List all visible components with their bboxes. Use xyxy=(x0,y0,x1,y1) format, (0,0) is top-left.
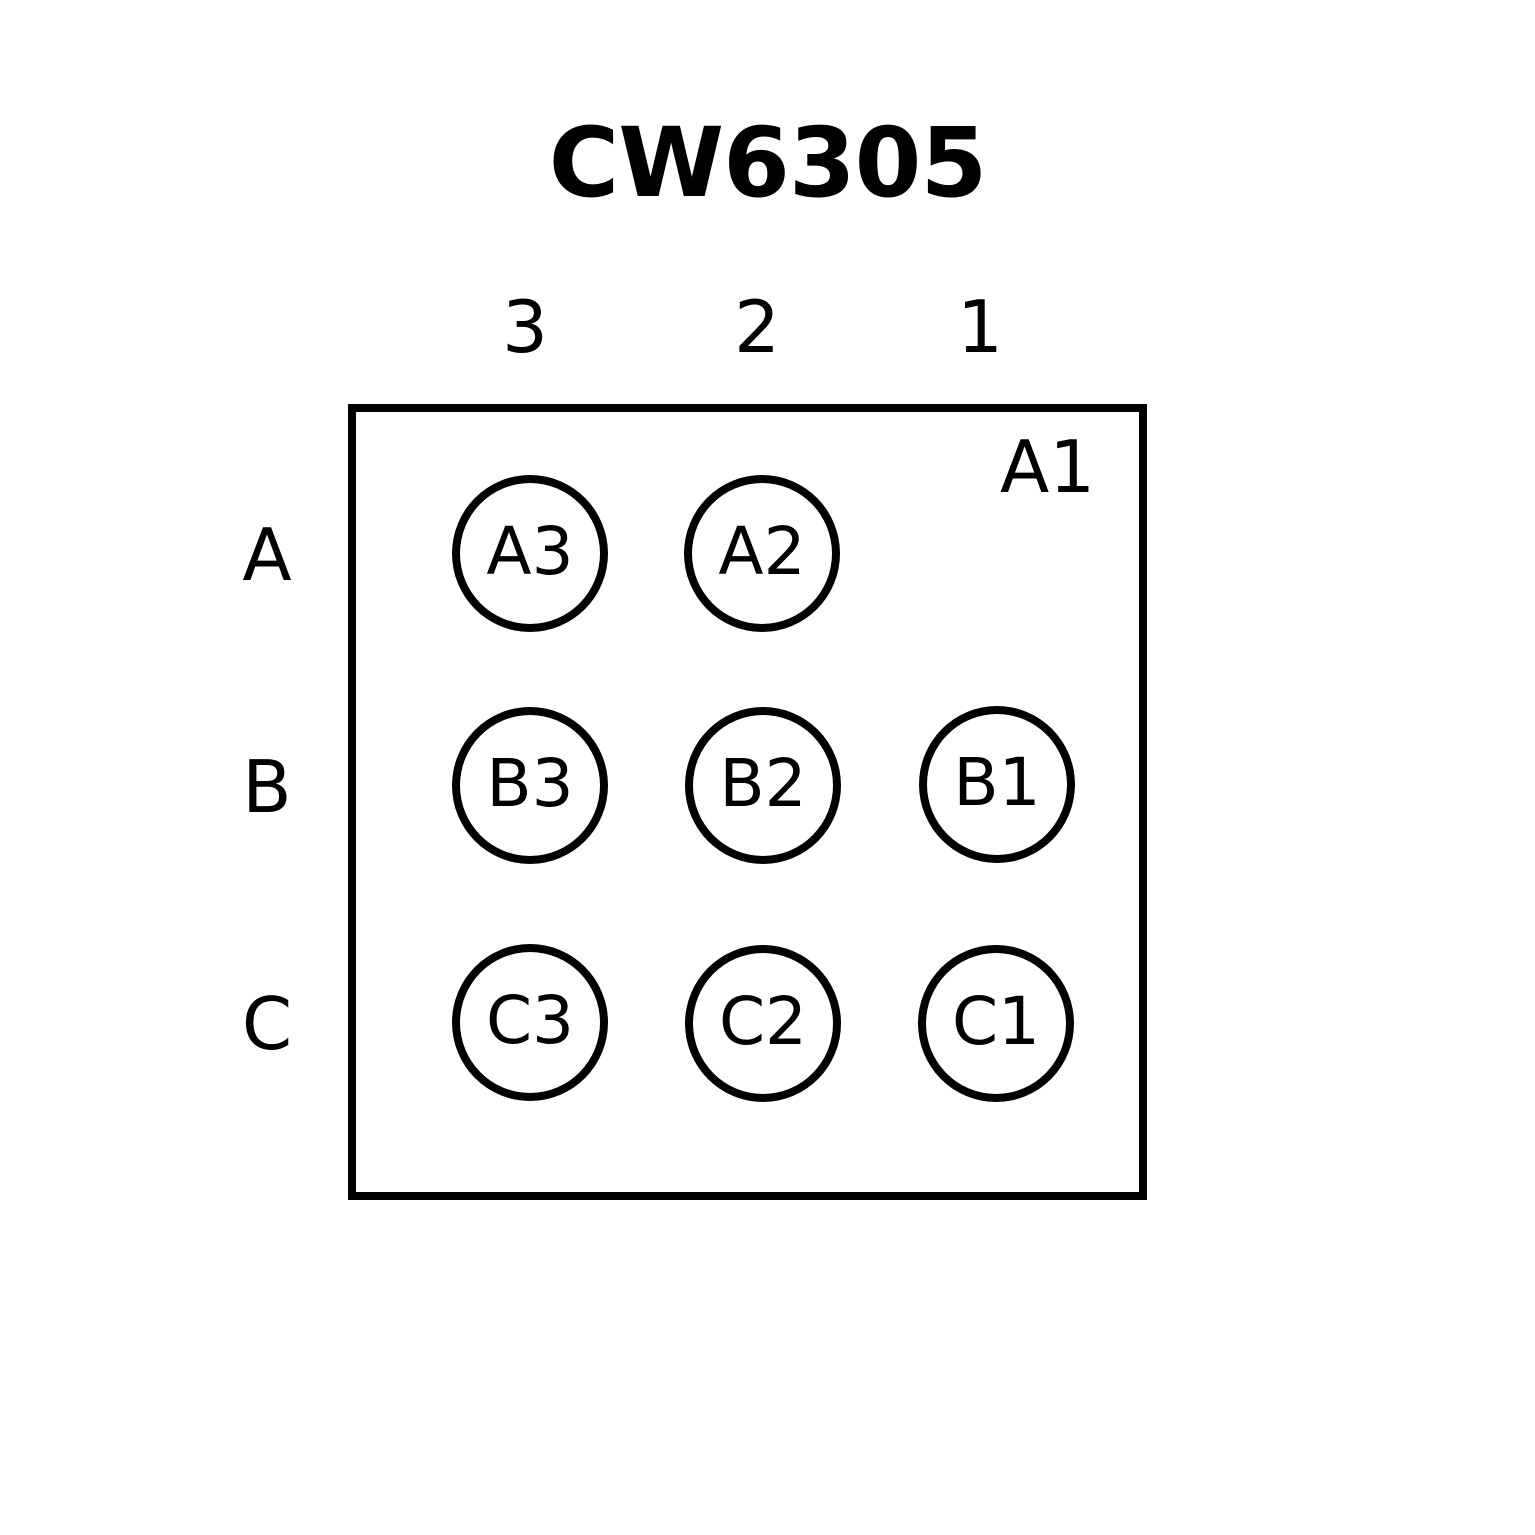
ball-label-c2: C2 xyxy=(718,982,808,1060)
column-header-2: 2 xyxy=(734,285,780,369)
ball-c1[interactable]: C1 xyxy=(918,945,1074,1102)
column-header-1: 1 xyxy=(957,285,1003,369)
ball-a3[interactable]: A3 xyxy=(452,475,608,632)
ball-label-c3: C3 xyxy=(485,981,575,1059)
ball-label-a2: A2 xyxy=(718,512,806,590)
ball-c3[interactable]: C3 xyxy=(452,944,608,1101)
ball-label-b1: B1 xyxy=(953,743,1041,821)
ball-b1[interactable]: B1 xyxy=(919,706,1075,863)
ball-label-b3: B3 xyxy=(486,744,574,822)
pin-one-corner-marker: A1 xyxy=(1000,425,1096,509)
row-header-b: B xyxy=(242,745,292,829)
ball-b2[interactable]: B2 xyxy=(685,707,841,864)
ball-label-a3: A3 xyxy=(486,512,574,590)
row-header-a: A xyxy=(242,513,292,597)
row-header-c: C xyxy=(241,982,293,1066)
ball-label-b2: B2 xyxy=(719,744,807,822)
ball-a2[interactable]: A2 xyxy=(684,475,840,632)
page-title: CW6305 xyxy=(548,107,988,219)
ball-c2[interactable]: C2 xyxy=(685,945,841,1102)
ball-label-c1: C1 xyxy=(951,982,1041,1060)
column-header-3: 3 xyxy=(502,285,548,369)
ball-b3[interactable]: B3 xyxy=(452,707,608,864)
